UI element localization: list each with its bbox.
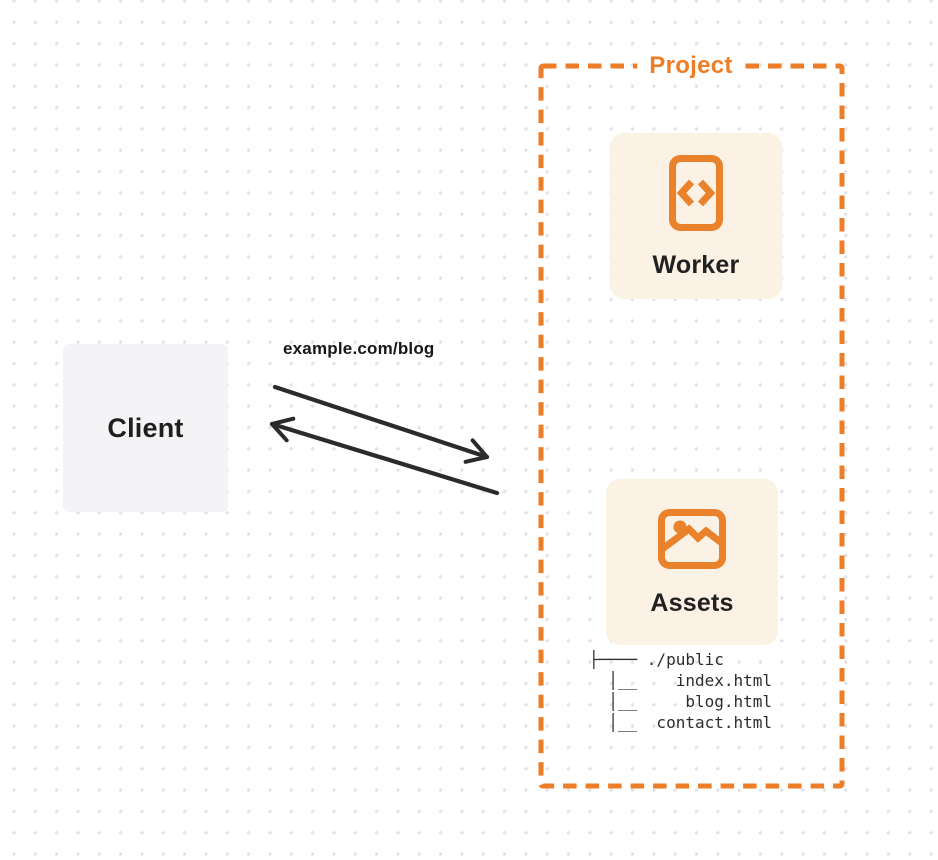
code-file-icon xyxy=(669,154,723,231)
request-arrow xyxy=(272,384,490,464)
client-box: Client xyxy=(63,344,228,512)
project-label: Project xyxy=(637,50,745,82)
worker-card: Worker xyxy=(610,133,782,299)
assets-label: Assets xyxy=(650,588,734,617)
response-arrow xyxy=(269,416,500,496)
client-label: Client xyxy=(107,412,184,443)
worker-label: Worker xyxy=(652,250,740,279)
image-icon xyxy=(658,508,726,569)
assets-file-tree: ├──── ./public │__ index.html │__ blog.h… xyxy=(589,650,773,732)
assets-card: Assets xyxy=(606,479,778,645)
request-url-label: example.com/blog xyxy=(283,339,435,358)
